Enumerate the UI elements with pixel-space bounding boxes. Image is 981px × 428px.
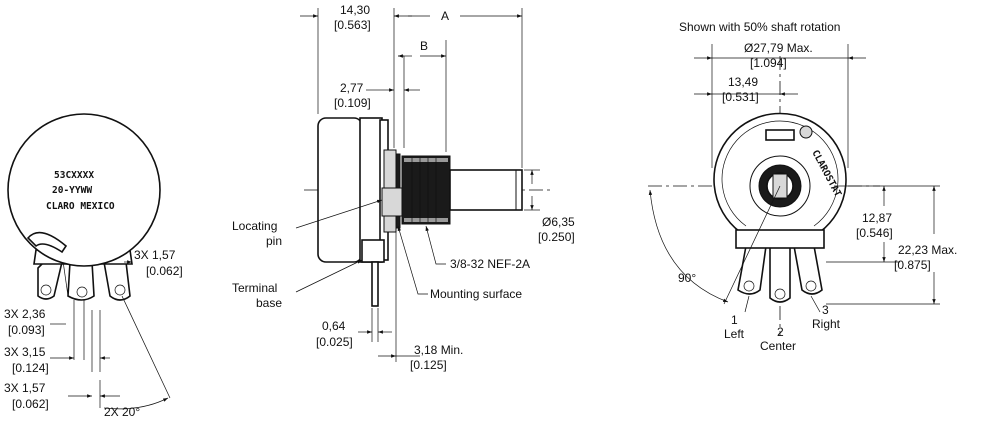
- rear-terminal-base: [735, 229, 825, 249]
- front-dim-lug-width-1-in: [0.062]: [146, 264, 183, 278]
- side-dim-shaft-dia-in: [0.250]: [538, 230, 575, 244]
- rear-view: Shown with 50% shaft rotation CLAROSTAT: [648, 20, 957, 353]
- side-dim-a: A: [441, 9, 449, 23]
- rear-lugs: [737, 245, 823, 303]
- front-dim-lug-dia-in: [0.093]: [8, 323, 45, 337]
- rear-dim-height: 12,87: [862, 211, 892, 225]
- rear-caption: Shown with 50% shaft rotation: [679, 20, 840, 34]
- side-dim-terminal-in: [0.025]: [316, 335, 353, 349]
- front-body-circle: [7, 113, 161, 267]
- marking-line-3: CLARO MEXICO: [46, 201, 115, 212]
- terminal-1-number: 1: [731, 313, 738, 327]
- side-locating-pin: [381, 187, 403, 217]
- front-dim-angle: 2X 20°: [104, 405, 140, 419]
- side-dim-shaft-dia: Ø6,35: [542, 215, 575, 229]
- callout-locating-pin-2: pin: [266, 234, 282, 248]
- marking-line-2: 20-YYWW: [52, 185, 92, 196]
- front-dim-lug-spacing-in: [0.124]: [12, 361, 49, 375]
- front-dim-lug-spacing: 3X 3,15: [4, 345, 46, 359]
- rear-top-tab: [765, 129, 795, 141]
- side-dim-overall: 14,30: [340, 3, 370, 17]
- rear-dim-max-dia: Ø27,79 Max.: [744, 41, 813, 55]
- side-rear-cover: [317, 117, 363, 263]
- terminal-3-number: 3: [822, 303, 829, 317]
- rear-dim-offset: 13,49: [728, 75, 758, 89]
- side-dim-overall-in: [0.563]: [334, 18, 371, 32]
- rear-dim-max-dia-in: [1.094]: [750, 56, 787, 70]
- rear-dim-height-in: [0.546]: [856, 226, 893, 240]
- side-dim-b: B: [420, 39, 428, 53]
- rear-rivet: [799, 125, 813, 139]
- rear-body-rim: [721, 120, 839, 227]
- front-view: 53CXXXX 20-YYWW CLARO MEXICO 3X 1,57 [0.…: [4, 113, 183, 419]
- side-threaded-bushing: [395, 153, 451, 229]
- marking-line-1: 53CXXXX: [54, 170, 94, 181]
- front-dim-lug-dia: 3X 2,36: [4, 307, 46, 321]
- side-dim-flange-in: [0.109]: [334, 96, 371, 110]
- rear-dim-angle: 90°: [678, 271, 696, 285]
- rear-dim-offset-in: [0.531]: [722, 90, 759, 104]
- callout-terminal-base-1: Terminal: [232, 281, 277, 295]
- side-dim-mount-min-in: [0.125]: [410, 358, 447, 372]
- side-dim-terminal: 0,64: [322, 319, 346, 333]
- terminal-2-name: Center: [760, 339, 796, 353]
- front-dim-lug-width-1: 3X 1,57: [134, 248, 176, 262]
- side-terminal-lug: [371, 261, 379, 307]
- terminal-2-number: 2: [777, 325, 784, 339]
- side-terminal-base: [361, 239, 385, 263]
- callout-terminal-base-2: base: [256, 296, 282, 310]
- rear-dim-max-height-in: [0.875]: [894, 258, 931, 272]
- callout-locating-pin-1: Locating: [232, 219, 277, 233]
- callout-mounting-surface: Mounting surface: [430, 287, 522, 301]
- side-view: 14,30 [0.563] A B 2,77 [0.109] Ø6,35 [0.…: [232, 3, 575, 372]
- terminal-1-name: Left: [724, 327, 745, 341]
- callout-thread: 3/8-32 NEF-2A: [450, 257, 530, 271]
- side-shaft: [449, 169, 523, 211]
- front-dim-lug-width-2: 3X 1,57: [4, 381, 46, 395]
- front-locating-tab: [26, 231, 68, 254]
- rear-bushing-outer: [749, 155, 811, 217]
- terminal-3-name: Right: [812, 317, 841, 331]
- side-dim-flange: 2,77: [340, 81, 364, 95]
- side-dim-mount-min: 3,18 Min.: [414, 343, 463, 357]
- front-dim-lug-width-2-in: [0.062]: [12, 397, 49, 411]
- rear-dim-max-height: 22,23 Max.: [898, 243, 957, 257]
